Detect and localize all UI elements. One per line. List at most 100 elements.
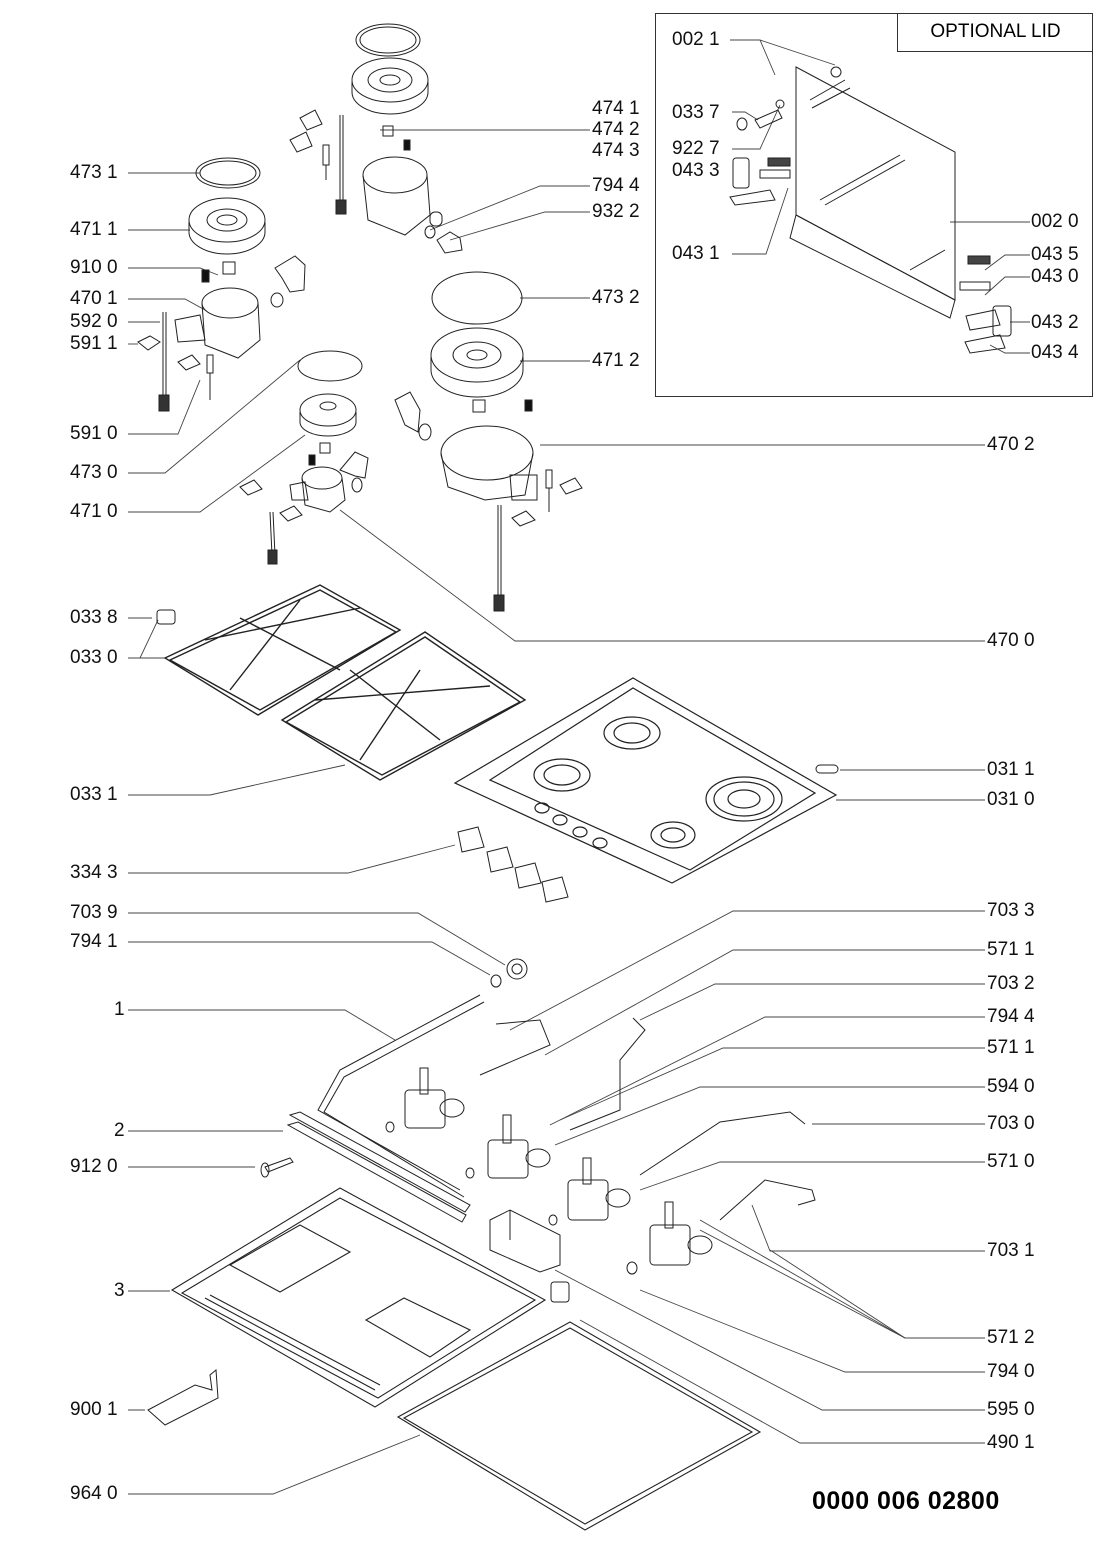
gas-ramp-pipe bbox=[317, 994, 485, 1198]
part-label: 794 4 bbox=[592, 175, 640, 196]
thermocouple-small bbox=[267, 511, 278, 565]
burner-body-top bbox=[362, 156, 443, 236]
lid-hinge-right bbox=[965, 305, 1012, 337]
burner-head-left bbox=[188, 197, 266, 255]
part-label: 474 3 bbox=[592, 140, 640, 161]
part-label: 591 1 bbox=[70, 333, 118, 354]
part-label: 571 1 bbox=[987, 939, 1035, 960]
brackets-right bbox=[239, 477, 583, 527]
screw-912 bbox=[260, 1157, 294, 1178]
hob-badge-031-1 bbox=[815, 764, 839, 774]
lid-spring-right bbox=[959, 255, 991, 291]
part-label: 595 0 bbox=[987, 1399, 1035, 1420]
valve-washers bbox=[385, 1121, 638, 1275]
part-label: 922 7 bbox=[672, 138, 720, 159]
screw-top bbox=[403, 139, 411, 151]
part-label: 033 1 bbox=[70, 784, 118, 805]
clip-932 bbox=[436, 231, 463, 254]
clip-right bbox=[394, 391, 421, 433]
part-label: 703 3 bbox=[987, 900, 1035, 921]
part-label: 571 2 bbox=[987, 1327, 1035, 1348]
clip-small bbox=[339, 451, 369, 479]
spark-plug-top bbox=[322, 144, 330, 180]
ring-left bbox=[270, 292, 284, 308]
lid-hinge-left bbox=[729, 157, 776, 206]
part-label: 592 0 bbox=[70, 311, 118, 332]
injector-left bbox=[222, 261, 236, 275]
part-label: 002 0 bbox=[1031, 211, 1079, 232]
rail-2 bbox=[286, 1111, 471, 1223]
burner-cap-large-right bbox=[431, 271, 523, 325]
part-label: 794 0 bbox=[987, 1361, 1035, 1382]
optional-lid-title: OPTIONAL LID bbox=[897, 13, 1093, 52]
burner-head-large-right bbox=[430, 327, 524, 398]
part-label: 571 0 bbox=[987, 1151, 1035, 1172]
injector-right bbox=[472, 399, 486, 413]
part-label: 470 0 bbox=[987, 630, 1035, 651]
part-label: 2 bbox=[114, 1120, 125, 1141]
part-label: 1 bbox=[114, 999, 125, 1020]
pan-support-right bbox=[280, 631, 527, 781]
part-label: 794 4 bbox=[987, 1006, 1035, 1027]
part-label: 794 1 bbox=[70, 931, 118, 952]
part-label: 703 1 bbox=[987, 1240, 1035, 1261]
lid-spring-left bbox=[759, 157, 791, 179]
screw-right bbox=[524, 399, 533, 412]
screw-small bbox=[308, 454, 316, 466]
spark-plug-right bbox=[545, 469, 553, 512]
spark-plug-left bbox=[206, 354, 214, 400]
control-knobs bbox=[457, 826, 569, 903]
part-label: 470 1 bbox=[70, 288, 118, 309]
injector-small bbox=[319, 442, 331, 454]
screw-910 bbox=[201, 269, 210, 283]
optional-lid-inset bbox=[655, 13, 1093, 397]
burner-body-large-right bbox=[440, 425, 538, 501]
part-label: 900 1 bbox=[70, 1399, 118, 1420]
burner-body-small bbox=[289, 466, 346, 513]
part-label: 703 9 bbox=[70, 902, 118, 923]
part-label: 932 2 bbox=[592, 201, 640, 222]
bracket-591-1 bbox=[137, 335, 161, 351]
lid-bumper-002-1 bbox=[830, 66, 842, 78]
washer-794-1 bbox=[490, 974, 502, 988]
gasket-ring-top bbox=[424, 225, 436, 239]
clips-top bbox=[289, 109, 323, 153]
thermocouple-top bbox=[335, 115, 347, 215]
part-label: 591 0 bbox=[70, 423, 118, 444]
drawing-number: 0000 006 02800 bbox=[812, 1487, 1000, 1515]
gas-valve-2 bbox=[487, 1114, 551, 1179]
gas-valve-1 bbox=[404, 1067, 465, 1129]
part-label: 043 2 bbox=[1031, 312, 1079, 333]
thermocouple-right bbox=[493, 505, 505, 612]
part-label: 033 8 bbox=[70, 607, 118, 628]
gas-valve-3 bbox=[567, 1157, 631, 1221]
lid-screw-033-7 bbox=[736, 117, 748, 131]
part-label: 471 2 bbox=[592, 350, 640, 371]
burner-cap-left bbox=[195, 157, 261, 189]
pipe-703-2 bbox=[569, 1017, 646, 1131]
thermocouple-left bbox=[158, 312, 170, 412]
part-label: 474 1 bbox=[592, 98, 640, 119]
part-label: 490 1 bbox=[987, 1432, 1035, 1453]
burner-cap-small bbox=[297, 350, 363, 382]
fixing-bracket-900-1 bbox=[147, 1368, 219, 1426]
part-label: 002 1 bbox=[672, 29, 720, 50]
elbow-703-9 bbox=[506, 958, 528, 980]
burner-head-top bbox=[351, 57, 429, 115]
part-label: 033 7 bbox=[672, 102, 720, 123]
burner-head-small bbox=[299, 393, 357, 437]
leader-lines bbox=[128, 39, 1030, 1495]
part-label: 043 0 bbox=[1031, 266, 1079, 287]
hob-top-plate bbox=[453, 677, 838, 884]
part-label: 912 0 bbox=[70, 1156, 118, 1177]
part-label: 473 2 bbox=[592, 287, 640, 308]
burner-cap-large-top bbox=[355, 23, 421, 57]
bracket-left2 bbox=[177, 354, 201, 371]
gasket-seal-964-0 bbox=[396, 1321, 762, 1531]
part-label: 474 2 bbox=[592, 119, 640, 140]
part-label: 334 3 bbox=[70, 862, 118, 883]
pipe-703-1 bbox=[719, 1179, 816, 1221]
ring-small bbox=[351, 477, 363, 493]
ignition-module bbox=[489, 1209, 561, 1273]
